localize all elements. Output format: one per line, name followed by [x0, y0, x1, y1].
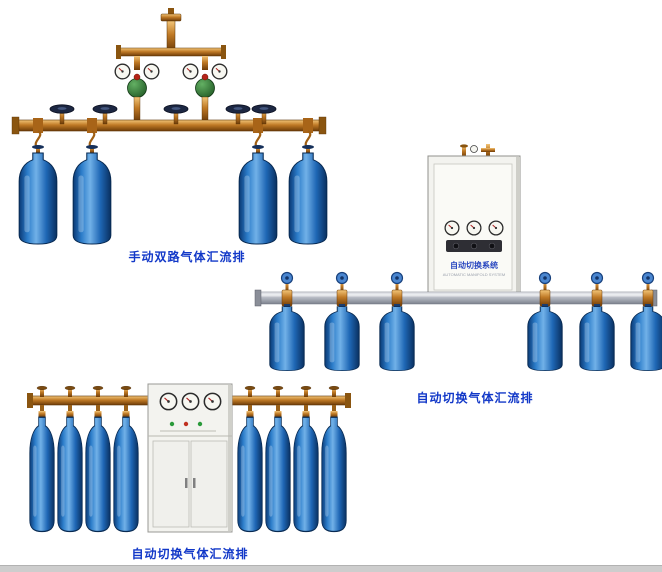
pressure-gauge [181, 392, 200, 411]
pressure-gauge [203, 392, 222, 411]
pressure-gauge [488, 220, 504, 236]
indicator-light [183, 421, 189, 427]
auto-switch-wall-manifold-illustration: 自动切换系统 AUTOMATIC MANIFOLD SYSTEM [254, 144, 662, 372]
caption-manual-dual-manifold: 手动双路气体汇流排 [128, 250, 246, 264]
bottom-border [0, 565, 662, 572]
pressure-regulator-right [182, 63, 228, 122]
indicator-light [169, 421, 175, 427]
cylinder-necks [38, 405, 338, 417]
control-cabinet [147, 383, 233, 533]
main-manifold-pipe [11, 116, 327, 135]
top-gauge [470, 145, 478, 153]
knob [488, 242, 496, 250]
cabinet-door-right [190, 440, 228, 528]
cabinet-sublabel: AUTOMATIC MANIFOLD SYSTEM [443, 272, 506, 277]
control-cabinet: 自动切换系统 AUTOMATIC MANIFOLD SYSTEM [427, 144, 521, 299]
pipe-valves [36, 385, 340, 397]
center-inlet-pipe [160, 8, 182, 52]
knob [470, 242, 478, 250]
branch-header-pipe [116, 45, 226, 70]
knob [452, 242, 460, 250]
pressure-regulator-left [114, 63, 160, 122]
pressure-gauge [466, 220, 482, 236]
gas-cylinders [269, 304, 662, 372]
door-handle [185, 478, 188, 488]
cylinder-handwheels [280, 271, 655, 292]
caption-auto-switch-floor: 自动切换气体汇流排 [131, 547, 249, 561]
cabinet-label: 自动切换系统 [450, 260, 498, 270]
pressure-gauge [444, 220, 460, 236]
cylinder-valves [32, 145, 314, 153]
indicator-light [197, 421, 203, 427]
manual-dual-manifold-illustration [11, 8, 328, 245]
cabinet-door-left [152, 440, 190, 528]
auto-switch-floor-manifold-illustration [27, 383, 351, 533]
door-handle [193, 478, 196, 488]
caption-auto-switch-wall: 自动切换气体汇流排 [416, 391, 534, 405]
manifold-pipe [254, 289, 658, 307]
pressure-gauge [159, 392, 178, 411]
